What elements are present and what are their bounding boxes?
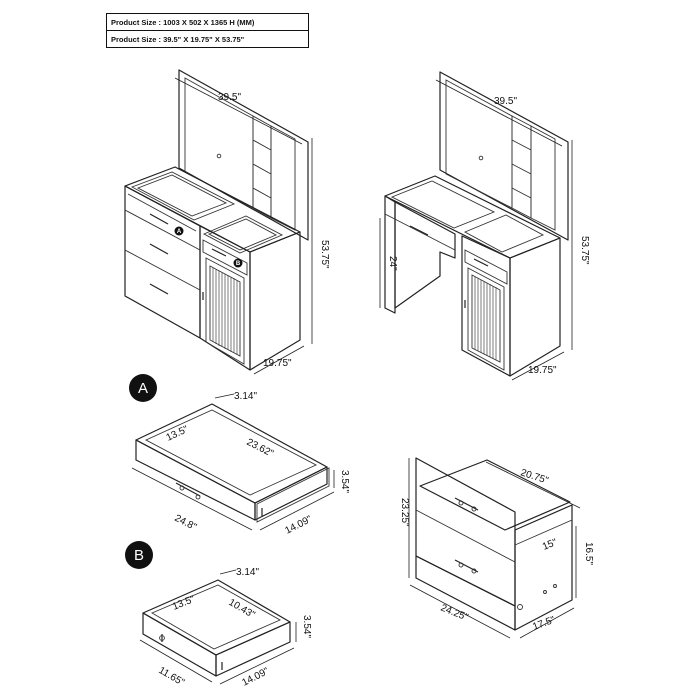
side-cabinet-detail: 20.75" 23.25" 15" 16.5" 24.25" 17.5"	[399, 457, 594, 639]
drawer-b-detail: B 3.14" 13.5" 10.43" 3.54" 11.65" 14.09"	[125, 541, 312, 689]
vanity-view-open: 39.5" 53.75" 24" 19.75"	[379, 71, 590, 381]
svg-text:B: B	[236, 261, 241, 267]
a-outer-width-label: 24.8"	[173, 513, 199, 533]
b-height-label: 3.14"	[236, 567, 259, 578]
badge-b	[125, 541, 153, 569]
b-outer-depth-label: 14.09"	[240, 666, 271, 689]
size-in-cell: Product Size : 39.5" X 19.75" X 53.75"	[106, 30, 309, 48]
mirror-panel	[178, 69, 309, 241]
drawer-a-detail: A 3.14" 13.5" 23.62" 3.54" 24.8" 14.09"	[129, 374, 350, 537]
badge-a-mini	[174, 226, 184, 236]
a-height-label: 3.14"	[234, 391, 257, 402]
v1-width-label: 39.5"	[218, 92, 241, 103]
v2-width-label: 39.5"	[494, 96, 517, 107]
b-front-height-label: 3.54"	[301, 615, 312, 638]
badge-b-mini	[233, 258, 243, 268]
b-outer-width-label: 11.65"	[157, 665, 187, 689]
c-width-label: 24.25"	[439, 603, 470, 624]
c-depth-label: 17.5"	[531, 614, 557, 632]
a-outer-depth-label: 14.09"	[283, 514, 314, 537]
badge-b-text: B	[134, 547, 144, 564]
svg-text:A: A	[177, 229, 182, 235]
c-height-label: 23.25"	[399, 498, 410, 527]
badge-a-text: A	[138, 380, 148, 397]
mirror-panel-2	[439, 71, 569, 241]
v2-height-label: 53.75"	[579, 236, 590, 265]
v2-depth-label: 19.75"	[528, 365, 557, 376]
c-side-height-label: 16.5"	[583, 542, 594, 565]
a-inner-depth-label: 13.5"	[165, 424, 191, 444]
v1-height-label: 53.75"	[319, 240, 330, 269]
b-inner-depth-label: 13.5"	[171, 594, 197, 613]
a-inner-width-label: 23.62"	[245, 437, 276, 460]
v1-depth-label: 19.75"	[263, 358, 292, 369]
vanity-view-closed: A B 39.5" 53.75" 19.75"	[124, 69, 330, 375]
c-inner-depth-label: 15"	[541, 537, 559, 553]
product-size-table: Product Size : 1003 X 502 X 1365 H (MM) …	[106, 13, 309, 48]
badge-a	[129, 374, 157, 402]
a-front-height-label: 3.54"	[339, 470, 350, 493]
v2-knee-label: 24"	[387, 256, 398, 271]
